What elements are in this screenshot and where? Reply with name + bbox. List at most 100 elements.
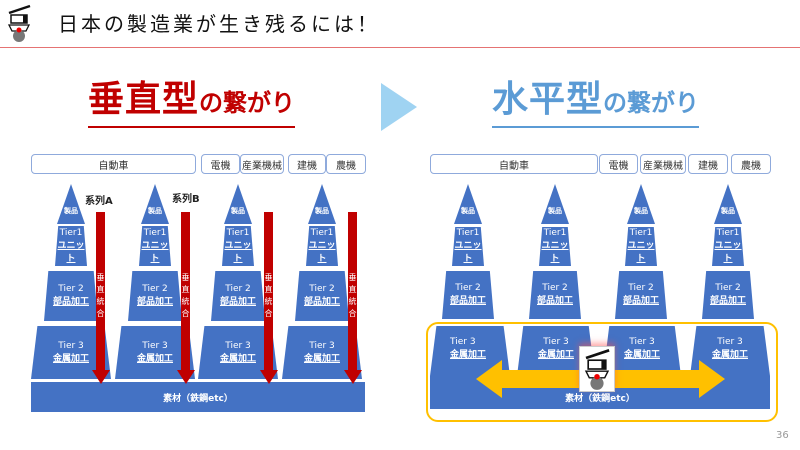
tier3-sublabel: 金属加工	[303, 353, 340, 364]
tier2-label: Tier 2	[58, 284, 84, 294]
tier1-block: Tier1 ユニット	[222, 226, 254, 266]
product-triangle	[627, 184, 655, 224]
product-label: 製品	[721, 207, 735, 215]
tier3-label: Tier 3	[142, 340, 168, 351]
tier1-sublabel: ユニット	[141, 240, 169, 264]
arrow-down-icon	[91, 370, 110, 384]
tier1-sublabel: ユニット	[454, 241, 482, 264]
arrow-down-icon	[259, 370, 278, 384]
tier3-label: Tier 3	[450, 337, 476, 347]
tier3-label: Tier 3	[309, 340, 335, 351]
tier3-sublabel: 金属加工	[136, 353, 173, 364]
materials-base: 素材（鉄鋼etc）	[31, 382, 365, 412]
tier3-sublabel: 金属加工	[450, 350, 487, 360]
product-triangle	[224, 184, 252, 224]
category-industrial-machinery: 産業機械	[640, 154, 686, 174]
vertical-heading-suffix: の繋がり	[199, 89, 296, 117]
tier2-label: Tier 2	[225, 284, 251, 294]
tier1-label: Tier1	[226, 227, 250, 238]
crane-gear-logo-icon	[584, 348, 610, 390]
category-automobile: 自動車	[430, 154, 598, 174]
tier2-label: Tier 2	[628, 283, 654, 293]
tier3-sublabel: 金属加工	[52, 353, 89, 364]
product-label: 製品	[315, 207, 329, 215]
tier1-label: Tier1	[629, 228, 653, 238]
tier3-label: Tier 3	[629, 337, 655, 347]
product-triangle	[141, 184, 169, 224]
vertical-integration-label: 垂直統合	[264, 273, 273, 318]
product-triangle	[541, 184, 569, 224]
product-triangle	[308, 184, 336, 224]
product-label: 製品	[548, 207, 562, 215]
product-label: 製品	[461, 207, 475, 215]
crane-gear-logo-icon	[7, 4, 31, 42]
tier2-sublabel: 部品加工	[303, 297, 340, 307]
tier2-label: Tier 2	[309, 284, 335, 294]
tier3-sublabel: 金属加工	[711, 350, 748, 360]
tier2-sublabel: 部品加工	[219, 297, 256, 307]
tier1-label: Tier1	[456, 228, 480, 238]
category-electrical: 電機	[201, 154, 240, 174]
tier2-sublabel: 部品加工	[709, 296, 746, 306]
tier2-label: Tier 2	[455, 283, 481, 293]
product-triangle	[714, 184, 742, 224]
tier3-label: Tier 3	[225, 340, 251, 351]
keiretsu-a-label: 系列A	[85, 196, 113, 207]
company-logo-badge	[579, 346, 615, 392]
vertical-heading-main: 垂直型	[88, 79, 200, 120]
tier1-label: Tier1	[143, 227, 167, 238]
horizontal-type-heading: 水平型の繋がり	[492, 79, 700, 128]
vertical-integration-arrow	[264, 212, 273, 372]
tier2-block: Tier 2 部品加工	[442, 271, 494, 319]
tier1-block: Tier1 ユニット	[139, 226, 171, 266]
category-construction-machinery: 建機	[688, 154, 728, 174]
tier2-sublabel: 部品加工	[136, 297, 173, 307]
tier1-sublabel: ユニット	[308, 240, 336, 264]
tier3-sublabel: 金属加工	[623, 350, 660, 360]
category-industrial-machinery: 産業機械	[240, 154, 284, 174]
tier1-label: Tier1	[716, 228, 740, 238]
arrow-left-icon	[476, 360, 502, 398]
slide-title: 日本の製造業が生き残るには！	[58, 12, 380, 36]
tier2-block: Tier 2 部品加工	[295, 271, 349, 321]
tier2-block: Tier 2 部品加工	[211, 271, 265, 321]
tier3-label: Tier 3	[543, 337, 569, 347]
tier1-sublabel: ユニット	[224, 240, 252, 264]
arrow-right-icon	[699, 360, 725, 398]
category-agricultural-machinery: 農機	[731, 154, 771, 174]
tier2-label: Tier 2	[142, 284, 168, 294]
product-triangle	[57, 184, 85, 224]
arrow-down-icon	[343, 370, 362, 384]
horizontal-heading-main: 水平型	[492, 79, 604, 120]
category-electrical: 電機	[599, 154, 638, 174]
product-triangle	[454, 184, 482, 224]
tier3-block: Tier 3 金属加工	[603, 326, 681, 376]
tier2-label: Tier 2	[715, 283, 741, 293]
tier2-block: Tier 2 部品加工	[615, 271, 667, 319]
tier2-label: Tier 2	[542, 283, 568, 293]
tier3-sublabel: 金属加工	[537, 350, 574, 360]
shared-supply-layer-highlight	[426, 322, 778, 422]
vertical-integration-arrow	[181, 212, 190, 372]
page-number: 36	[776, 430, 789, 441]
arrow-down-icon	[176, 370, 195, 384]
product-label: 製品	[634, 207, 648, 215]
tier1-sublabel: ユニット	[541, 241, 569, 264]
tier1-sublabel: ユニット	[714, 241, 742, 264]
tier2-sublabel: 部品加工	[449, 296, 486, 306]
vertical-integration-label: 垂直統合	[348, 273, 357, 318]
category-automobile: 自動車	[31, 154, 196, 174]
tier3-label: Tier 3	[717, 337, 743, 347]
tier1-label: Tier1	[59, 227, 83, 238]
tier2-sublabel: 部品加工	[622, 296, 659, 306]
tier1-block: Tier1 ユニット	[712, 227, 744, 266]
header-divider	[0, 47, 800, 48]
category-agricultural-machinery: 農機	[326, 154, 366, 174]
vertical-integration-arrow	[96, 212, 105, 372]
